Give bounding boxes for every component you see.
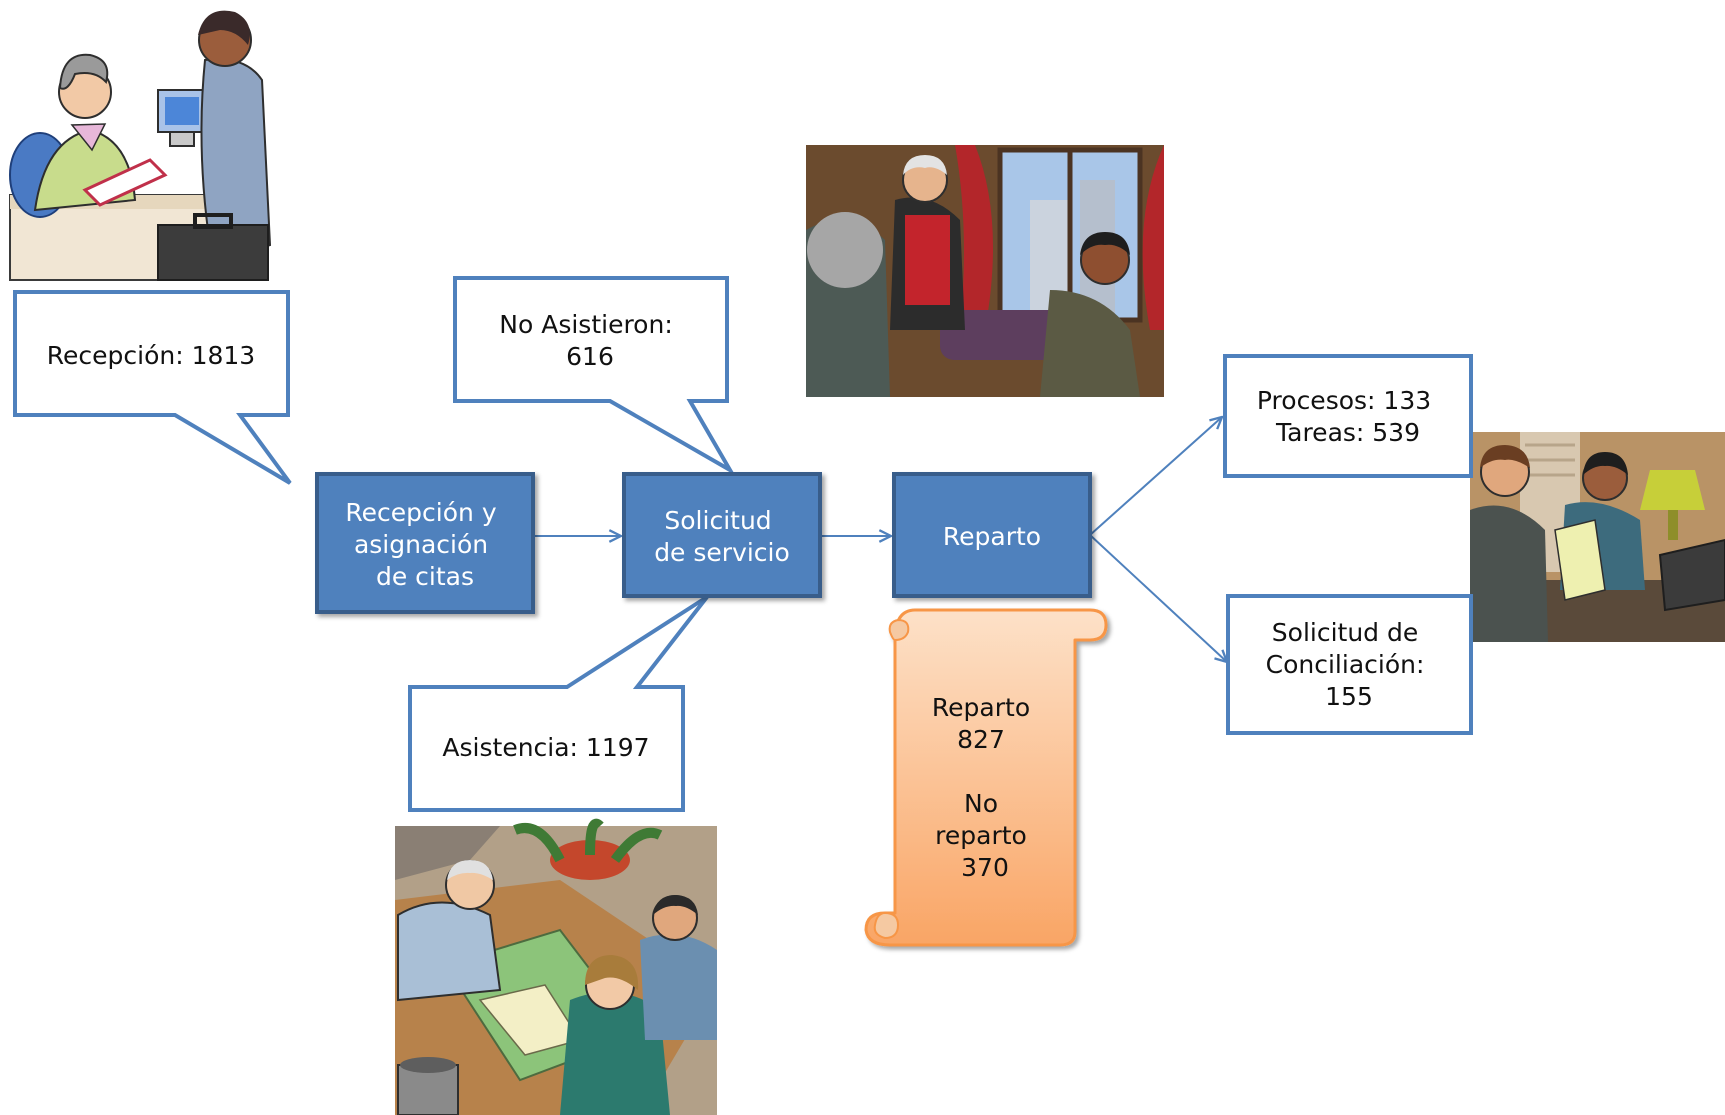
node-recepcion-citas-label: Recepción y asignación de citas [345,498,504,591]
node-solicitud-servicio-label: Solicitud de servicio [654,506,790,567]
callout-recepcion [13,290,292,485]
receptionist-clipart [9,10,272,281]
box-procesos-tareas-text: Procesos: 133 Tareas: 539 [1257,386,1439,447]
scroll-reparto [864,608,1108,947]
box-conciliacion [1226,594,1473,735]
node-reparto-label: Reparto [943,522,1041,551]
team-table-clipart [395,818,717,1115]
node-recepcion-citas [315,472,535,614]
callout-no-asistieron [453,276,736,476]
desk-meeting-clipart [1470,432,1725,642]
scroll-reparto-text: Reparto 827 No reparto 370 [932,693,1038,882]
callout-asistencia [408,595,709,812]
node-reparto [892,472,1092,598]
callout-no-asistieron-text: No Asistieron: 616 [499,310,680,371]
node-solicitud-servicio [622,472,822,598]
office-meeting-clipart [806,145,1164,397]
box-conciliacion-text: Solicitud de Conciliación: 155 [1266,618,1433,711]
arrow-reparto-to-conciliacion [1089,534,1227,662]
box-procesos-tareas [1223,354,1473,478]
callout-asistencia-text: Asistencia: 1197 [442,733,649,762]
arrow-reparto-to-procesos [1089,417,1222,536]
callout-recepcion-text: Recepción: 1813 [47,341,255,370]
